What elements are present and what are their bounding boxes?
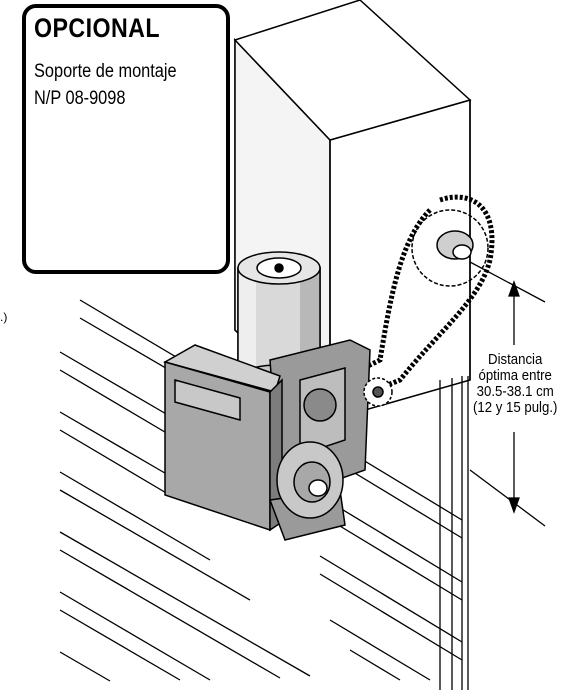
dimension-indicator (469, 261, 546, 527)
control-box (163, 344, 283, 532)
optional-callout-box (22, 4, 230, 274)
edge-fragment-text: .) (0, 310, 8, 324)
drive-chain (289, 194, 495, 423)
motor-sprocket (363, 377, 393, 407)
dimension-label-line2: óptima entre (478, 367, 552, 384)
callout-subtitle: Soporte de montaje (34, 61, 177, 82)
dimension-label-line3: 30.5-38.1 cm (476, 383, 554, 400)
hoist-wheel (268, 441, 346, 541)
callout-title: OPCIONAL (34, 13, 161, 43)
dimension-label-line4: (12 y 15 pulg.) (473, 399, 558, 416)
callout-part-number: N/P 08-9098 (34, 88, 126, 109)
door-sprocket (411, 209, 489, 287)
door-track (439, 376, 469, 690)
dimension-label-line1: Distancia (488, 351, 543, 368)
